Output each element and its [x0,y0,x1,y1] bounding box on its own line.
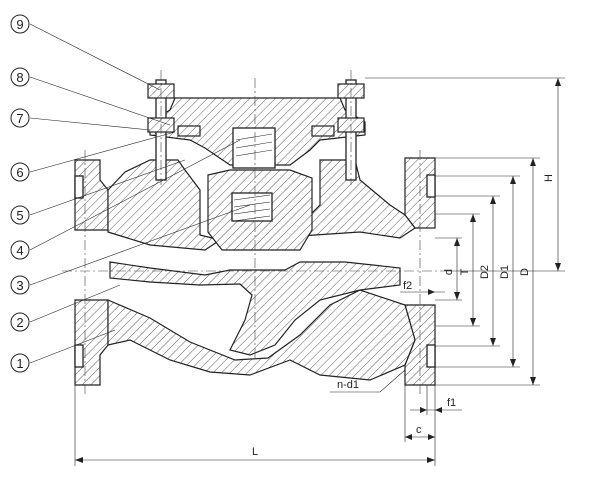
centerlines [62,70,445,395]
dim-d-label: d [443,269,455,275]
balloon-6-label: 6 [16,165,23,180]
balloon-7-label: 7 [16,111,23,126]
dim-L-label: L [252,446,258,458]
bonnet [149,97,366,169]
dim-f2-label: f2 [403,280,412,292]
left-flange-lower [74,299,109,386]
balloon-3: 3 [10,275,30,295]
dim-c-label: c [416,424,422,436]
balloon-3-label: 3 [16,278,23,293]
dim-D1-label: D1 [499,265,511,279]
balloon-5-label: 5 [16,208,23,223]
dimension-T: T [435,213,480,327]
dim-f1-label: f1 [447,397,456,409]
balloon-5: 5 [10,205,30,225]
spring [231,192,273,222]
gasket [177,125,201,137]
balloon-9-label: 9 [16,17,23,32]
spring-housing [232,127,276,169]
dimension-L: L [74,385,436,466]
dim-D2-label: D2 [479,265,491,279]
balloon-1-label: 1 [16,356,23,371]
balloon-4: 4 [10,240,30,260]
dimension-D2: D2 [435,195,500,347]
dimension-H: H [365,77,565,272]
dim-D-label: D [519,268,531,276]
balloon-8: 8 [10,67,30,87]
balloon-9: 9 [10,14,30,34]
balloon-8-label: 8 [16,70,23,85]
balloon-2-label: 2 [16,315,23,330]
dimension-D: D [435,157,540,386]
dim-nd1-label: n-d1 [337,379,359,391]
disc [207,169,313,251]
dim-T-label: T [459,268,471,275]
dimension-D1: D1 [435,175,520,368]
lower-body-wall [107,289,416,381]
balloon-6: 6 [10,162,30,182]
dimension-d: d [435,237,462,301]
balloon-2: 2 [10,312,30,332]
leader-lines [29,23,251,364]
dim-H-label: H [543,174,555,182]
upper-body-wall [107,159,222,251]
dimension-f1: f1 [410,385,462,415]
balloon-4-label: 4 [16,243,23,258]
dimension-f2: f2 [400,280,445,295]
balloon-7: 7 [10,108,30,128]
balloon-1: 1 [10,353,30,373]
dimension-c: c [404,385,435,442]
bolt-hole-callout: n-d1 [330,369,406,393]
